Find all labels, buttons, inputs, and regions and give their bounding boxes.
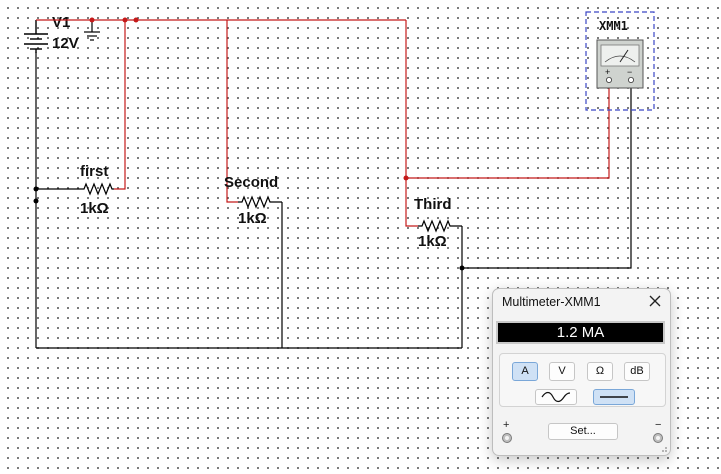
resistor-second-name: Second — [224, 174, 278, 191]
multimeter-title: Multimeter-XMM1 — [502, 295, 601, 309]
source-name-label: V1 — [52, 14, 70, 31]
xmm1-selection-box[interactable] — [585, 11, 655, 111]
multimeter-panel[interactable]: Multimeter-XMM1 1.2 MA A V Ω dB + − Set.… — [492, 288, 671, 456]
close-icon — [649, 295, 661, 307]
mode-group: A V Ω dB — [499, 353, 666, 407]
ac-mode-button[interactable] — [535, 389, 577, 405]
black-junctions — [33, 186, 465, 271]
resize-grip-icon[interactable] — [660, 445, 668, 453]
mode-ammeter-button[interactable]: A — [512, 362, 538, 381]
red-junctions — [89, 17, 409, 181]
plus-terminal[interactable] — [502, 433, 512, 443]
resistor-third[interactable] — [418, 219, 462, 233]
mode-decibel-button[interactable]: dB — [624, 362, 650, 381]
resistor-first-name: first — [80, 163, 108, 180]
resistor-first[interactable] — [80, 182, 114, 196]
xmm1-name-label: XMM1 — [599, 19, 628, 33]
resistor-third-value: 1kΩ — [418, 233, 447, 250]
ac-sine-icon — [541, 391, 571, 403]
resistor-third-name: Third — [414, 196, 452, 213]
dc-line-icon — [600, 396, 628, 398]
reading-display: 1.2 MA — [496, 321, 665, 344]
ground-icon — [84, 31, 100, 41]
plus-terminal-label: + — [503, 419, 510, 431]
xmm1-minus-label: − — [627, 67, 632, 77]
dc-mode-button[interactable] — [593, 389, 635, 405]
wire-first-right[interactable] — [114, 20, 126, 190]
mode-voltmeter-button[interactable]: V — [549, 362, 575, 381]
source-voltage-label: 12V — [52, 35, 79, 52]
set-button[interactable]: Set... — [548, 423, 618, 440]
wire-meter-minus[interactable] — [462, 88, 632, 269]
multimeter-icon[interactable] — [596, 39, 644, 89]
wire-third-left[interactable] — [405, 20, 418, 227]
minus-terminal-label: − — [655, 419, 662, 431]
wire-meter-plus[interactable] — [406, 88, 610, 179]
battery-v1-symbol[interactable] — [24, 20, 48, 53]
minus-terminal[interactable] — [653, 433, 663, 443]
resistor-second-value: 1kΩ — [238, 210, 267, 227]
xmm1-plus-label: + — [605, 67, 610, 77]
close-button[interactable] — [646, 292, 664, 310]
resistor-second[interactable] — [238, 195, 282, 209]
mode-ohmmeter-button[interactable]: Ω — [587, 362, 613, 381]
wire-second-left[interactable] — [226, 20, 238, 203]
resistor-first-value: 1kΩ — [80, 200, 109, 217]
